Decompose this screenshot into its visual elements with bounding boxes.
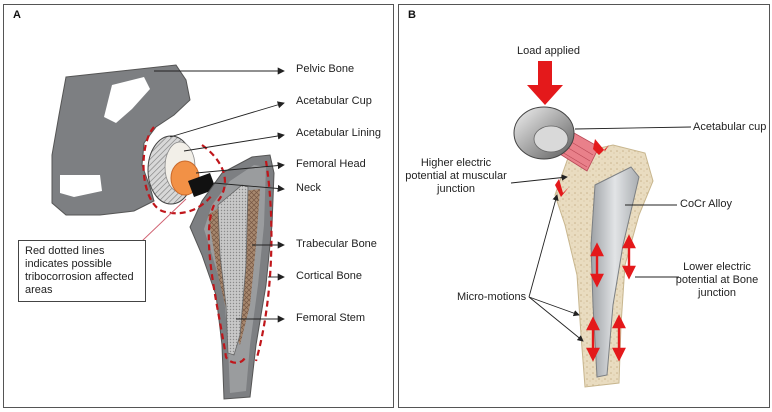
label-cocr-alloy: CoCr Alloy <box>680 198 732 211</box>
label-pelvic-bone: Pelvic Bone <box>296 63 354 76</box>
label-trabecular-bone: Trabecular Bone <box>296 238 377 251</box>
label-femoral-stem: Femoral Stem <box>296 312 365 325</box>
load-arrow <box>527 61 563 105</box>
label-acetabular-cup-b: Acetabular cup <box>693 121 766 134</box>
label-acetabular-lining: Acetabular Lining <box>296 127 381 140</box>
label-micro-motions: Micro-motions <box>457 291 526 304</box>
tribocorrosion-note: Red dotted lines indicates possible trib… <box>18 240 146 302</box>
label-higher-potential: Higher electric potential at muscular ju… <box>403 157 509 196</box>
label-neck: Neck <box>296 182 321 195</box>
label-load-applied: Load applied <box>517 45 580 58</box>
label-femoral-head: Femoral Head <box>296 158 366 171</box>
label-cortical-bone: Cortical Bone <box>296 270 362 283</box>
panel-a: A <box>3 4 394 408</box>
cup-inner <box>534 126 568 152</box>
label-acetabular-cup: Acetabular Cup <box>296 95 372 108</box>
panel-b: B <box>398 4 770 408</box>
label-lower-potential: Lower electric potential at Bone junctio… <box>669 261 765 300</box>
